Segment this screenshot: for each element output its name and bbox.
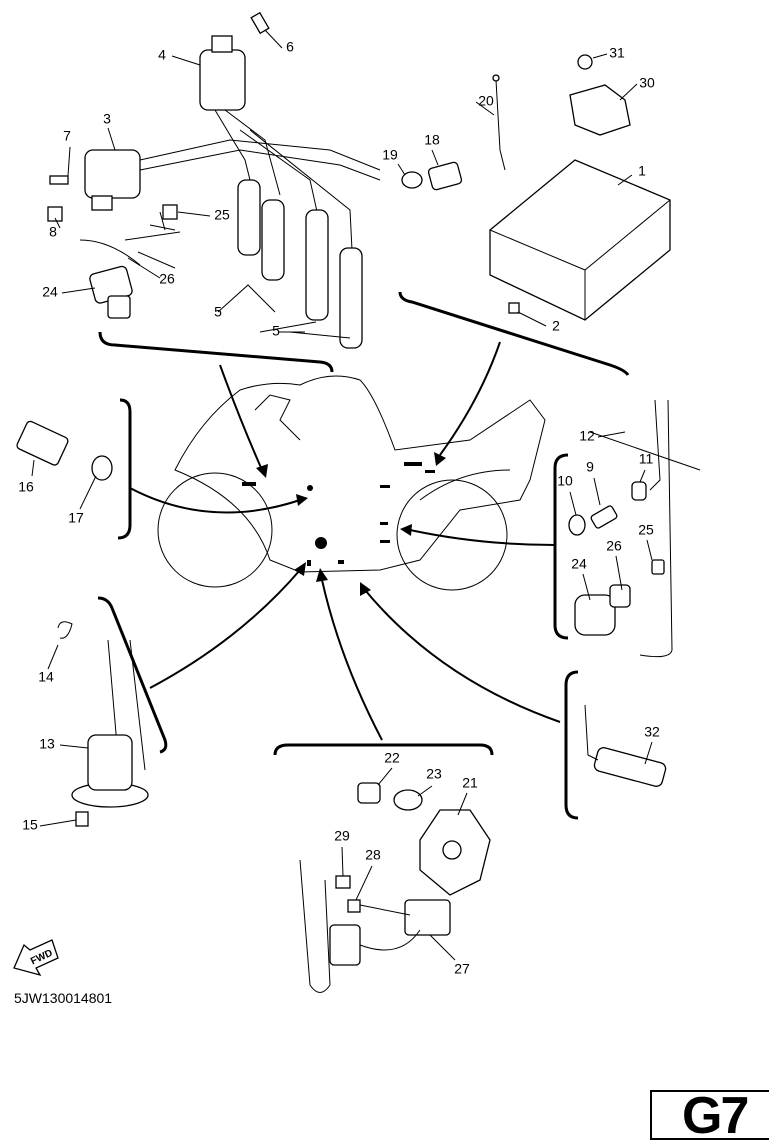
motorcycle-outline — [157, 375, 546, 591]
callout-29: 29 — [334, 828, 350, 844]
callout-7: 7 — [63, 128, 71, 144]
callout-24: 24 — [571, 556, 587, 572]
group-brackets — [97, 291, 630, 820]
diagram-code: 5JW130014801 — [14, 990, 113, 1006]
callout-31: 31 — [609, 45, 625, 61]
callout-32: 32 — [644, 724, 660, 740]
callout-1: 1 — [638, 163, 646, 179]
callout-23: 23 — [426, 766, 442, 782]
callout-27: 27 — [454, 961, 470, 977]
callout-22: 22 — [384, 750, 400, 766]
callout-2: 2 — [552, 318, 560, 334]
callout-21: 21 — [462, 775, 478, 791]
callout-11: 11 — [639, 451, 654, 467]
callout-14: 14 — [38, 669, 54, 685]
callout-6: 6 — [286, 39, 294, 55]
callout-30: 30 — [639, 75, 655, 91]
callout-9: 9 — [586, 459, 594, 475]
part-shapes — [16, 11, 701, 993]
page-label-box: G7 — [650, 1087, 769, 1145]
callout-28: 28 — [365, 847, 381, 863]
callout-5: 5 — [214, 304, 222, 320]
callout-4: 4 — [158, 47, 166, 63]
callout-12: 12 — [579, 428, 595, 444]
callout-15: 15 — [22, 817, 38, 833]
fwd-arrow-icon: FWD — [13, 939, 59, 977]
callout-25: 25 — [638, 522, 654, 538]
callout-17: 17 — [68, 510, 84, 526]
callout-3: 3 — [103, 111, 111, 127]
callout-5: 5 — [272, 323, 280, 339]
callout-10: 10 — [557, 473, 573, 489]
callout-24: 24 — [42, 284, 58, 300]
callout-18: 18 — [424, 132, 440, 148]
page-label: G7 — [682, 1087, 749, 1145]
callout-8: 8 — [49, 224, 57, 240]
callout-13: 13 — [39, 736, 55, 752]
callout-19: 19 — [382, 147, 398, 163]
callout-26: 26 — [606, 538, 622, 554]
callout-25: 25 — [214, 207, 230, 223]
callout-26: 26 — [159, 271, 175, 287]
callout-labels: 4 6 3 7 8 25 26 24 5 5 20 31 30 19 18 1 … — [18, 39, 660, 977]
callout-16: 16 — [18, 479, 34, 495]
callout-20: 20 — [478, 93, 494, 109]
leader-arrows — [129, 341, 561, 741]
